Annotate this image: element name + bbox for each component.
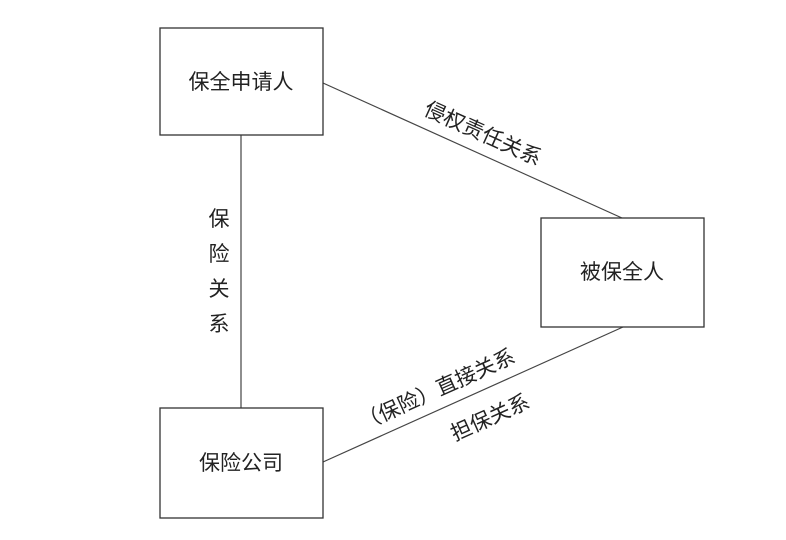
edge-label-insurance: 保 险 关 系	[209, 207, 230, 336]
node-insurer-label: 保险公司	[199, 451, 283, 475]
edge-label-char: 关	[209, 277, 230, 301]
edge-label-tort-liability: 侵权责任关系	[421, 97, 546, 171]
edge-label-guarantee-relation: 担保关系	[447, 389, 533, 445]
node-applicant-label: 保全申请人	[189, 70, 294, 94]
node-applicant: 保全申请人	[159, 27, 324, 136]
node-insurer: 保险公司	[159, 407, 324, 519]
node-respondent-label: 被保全人	[580, 260, 664, 284]
node-respondent: 被保全人	[540, 217, 705, 328]
edge-label-char: 险	[209, 242, 230, 266]
edge-insurer-respondent	[322, 326, 624, 463]
edge-label-char: 保	[209, 207, 230, 231]
edge-label-char: 系	[209, 312, 230, 336]
edge-applicant-respondent	[322, 82, 623, 219]
